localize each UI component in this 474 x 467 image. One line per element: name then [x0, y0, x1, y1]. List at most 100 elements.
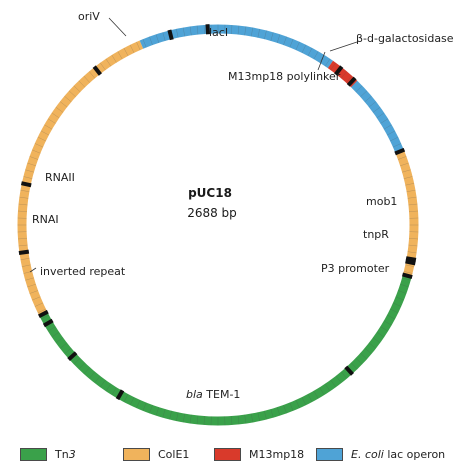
ring-tick	[283, 404, 287, 414]
ring-tick	[264, 410, 267, 420]
label-rnaii: RNAII	[45, 171, 75, 184]
ring-tick	[21, 264, 31, 267]
ring-tick	[162, 409, 166, 418]
ring-tick	[196, 415, 199, 425]
ring-tick	[111, 54, 117, 63]
beta-gal-leader-line	[329, 41, 358, 52]
ring-tick	[346, 75, 353, 83]
ring-tick	[27, 162, 36, 166]
ring-tick	[88, 71, 96, 79]
ring-tick	[350, 80, 358, 88]
ring-tick	[142, 39, 147, 48]
ring-tick	[40, 314, 49, 320]
ring-tick	[301, 397, 307, 406]
legend-swatch-m13mp18	[214, 447, 241, 461]
ring-tick	[47, 118, 56, 124]
ring-tick	[100, 379, 106, 388]
ring-tick	[231, 24, 233, 34]
ring-tick	[295, 41, 300, 51]
feature-marker	[346, 76, 357, 87]
ring-tick	[203, 24, 205, 34]
feature-marker	[344, 365, 354, 376]
label-bla-tem1: bla TEM-1	[186, 388, 240, 401]
legend-label-lac-operon: E. coli lac operon	[351, 447, 446, 461]
ring-tick	[162, 32, 166, 41]
ring-tick	[270, 409, 274, 418]
ring-tick	[64, 95, 72, 103]
ring-tick	[203, 416, 205, 426]
plasmid-size: 2688 bp	[187, 206, 237, 220]
ring-tick	[83, 367, 90, 375]
ring-tick	[17, 210, 27, 212]
label-oriv: oriV	[78, 10, 100, 23]
ring-tick	[18, 244, 28, 247]
ring-tick	[183, 27, 185, 37]
ring-tick	[380, 118, 389, 124]
orIV-leader-line	[108, 17, 127, 37]
ring-tick	[32, 149, 41, 154]
ring-tick	[244, 414, 247, 424]
ring-tick	[295, 399, 300, 409]
ring-tick	[397, 156, 407, 160]
ring-tick	[335, 375, 342, 384]
ring-tick	[406, 190, 416, 192]
ring-tick	[405, 183, 415, 186]
ring-tick	[183, 413, 185, 423]
ring-tick	[129, 44, 135, 53]
ring-tick	[18, 203, 28, 206]
ring-tick	[324, 58, 331, 67]
ring-tick	[155, 34, 159, 43]
ring-tick	[78, 80, 86, 88]
ring-tick	[17, 238, 27, 240]
ring-tick	[390, 308, 399, 314]
polylinker-leader-line	[317, 51, 326, 71]
ring-tick	[392, 302, 402, 307]
ring-tick	[64, 347, 72, 355]
ring-tick	[277, 34, 281, 43]
legend-label-cole1: ColE1	[158, 447, 190, 461]
ring-tick	[360, 353, 368, 360]
ring-tick	[111, 387, 117, 396]
ring-tick	[78, 362, 86, 370]
ring-tick	[408, 203, 418, 206]
label-mob1: mob1	[366, 195, 397, 208]
ring-tick	[27, 284, 36, 288]
label-laci: lacI	[209, 26, 228, 39]
ring-tick	[20, 190, 30, 192]
segment-m13mp18	[327, 60, 358, 88]
legend: Tn3 ColE1 M13mp18 E. coli lac operon	[0, 444, 474, 464]
ring-tick	[55, 337, 64, 343]
ring-tick	[403, 176, 413, 179]
ring-tick	[380, 326, 389, 332]
ring-tick	[29, 156, 39, 160]
ring-tick	[37, 136, 46, 142]
label-beta-galactosidase: β-d-galactosidase	[356, 32, 454, 45]
segment-cole1-left	[17, 40, 144, 317]
ring-tick	[355, 357, 363, 365]
ring-tick	[395, 296, 404, 301]
ring-tick	[283, 36, 287, 46]
feature-marker	[334, 65, 344, 76]
feature-marker	[20, 181, 32, 188]
ring-tick	[403, 271, 413, 274]
ring-tick	[176, 28, 179, 38]
feature-marker	[37, 309, 49, 319]
ring-tick	[34, 143, 44, 148]
ring-tick	[400, 284, 409, 288]
ring-tick	[313, 390, 319, 399]
ring-tick	[100, 62, 106, 71]
ring-tick	[237, 25, 240, 35]
ring-tick	[44, 124, 53, 130]
ring-tick	[277, 407, 281, 416]
ring-tick	[368, 342, 377, 349]
ring-tick	[397, 290, 407, 294]
ring-tick	[51, 331, 60, 338]
ring-tick	[301, 44, 307, 53]
ring-tick	[105, 58, 112, 67]
ring-tick	[19, 196, 29, 199]
ring-tick	[402, 169, 411, 173]
ring-tick	[32, 296, 41, 301]
label-m13mp18-polylinker: M13mp18 polylinker	[228, 70, 341, 83]
feature-marker	[42, 318, 54, 328]
